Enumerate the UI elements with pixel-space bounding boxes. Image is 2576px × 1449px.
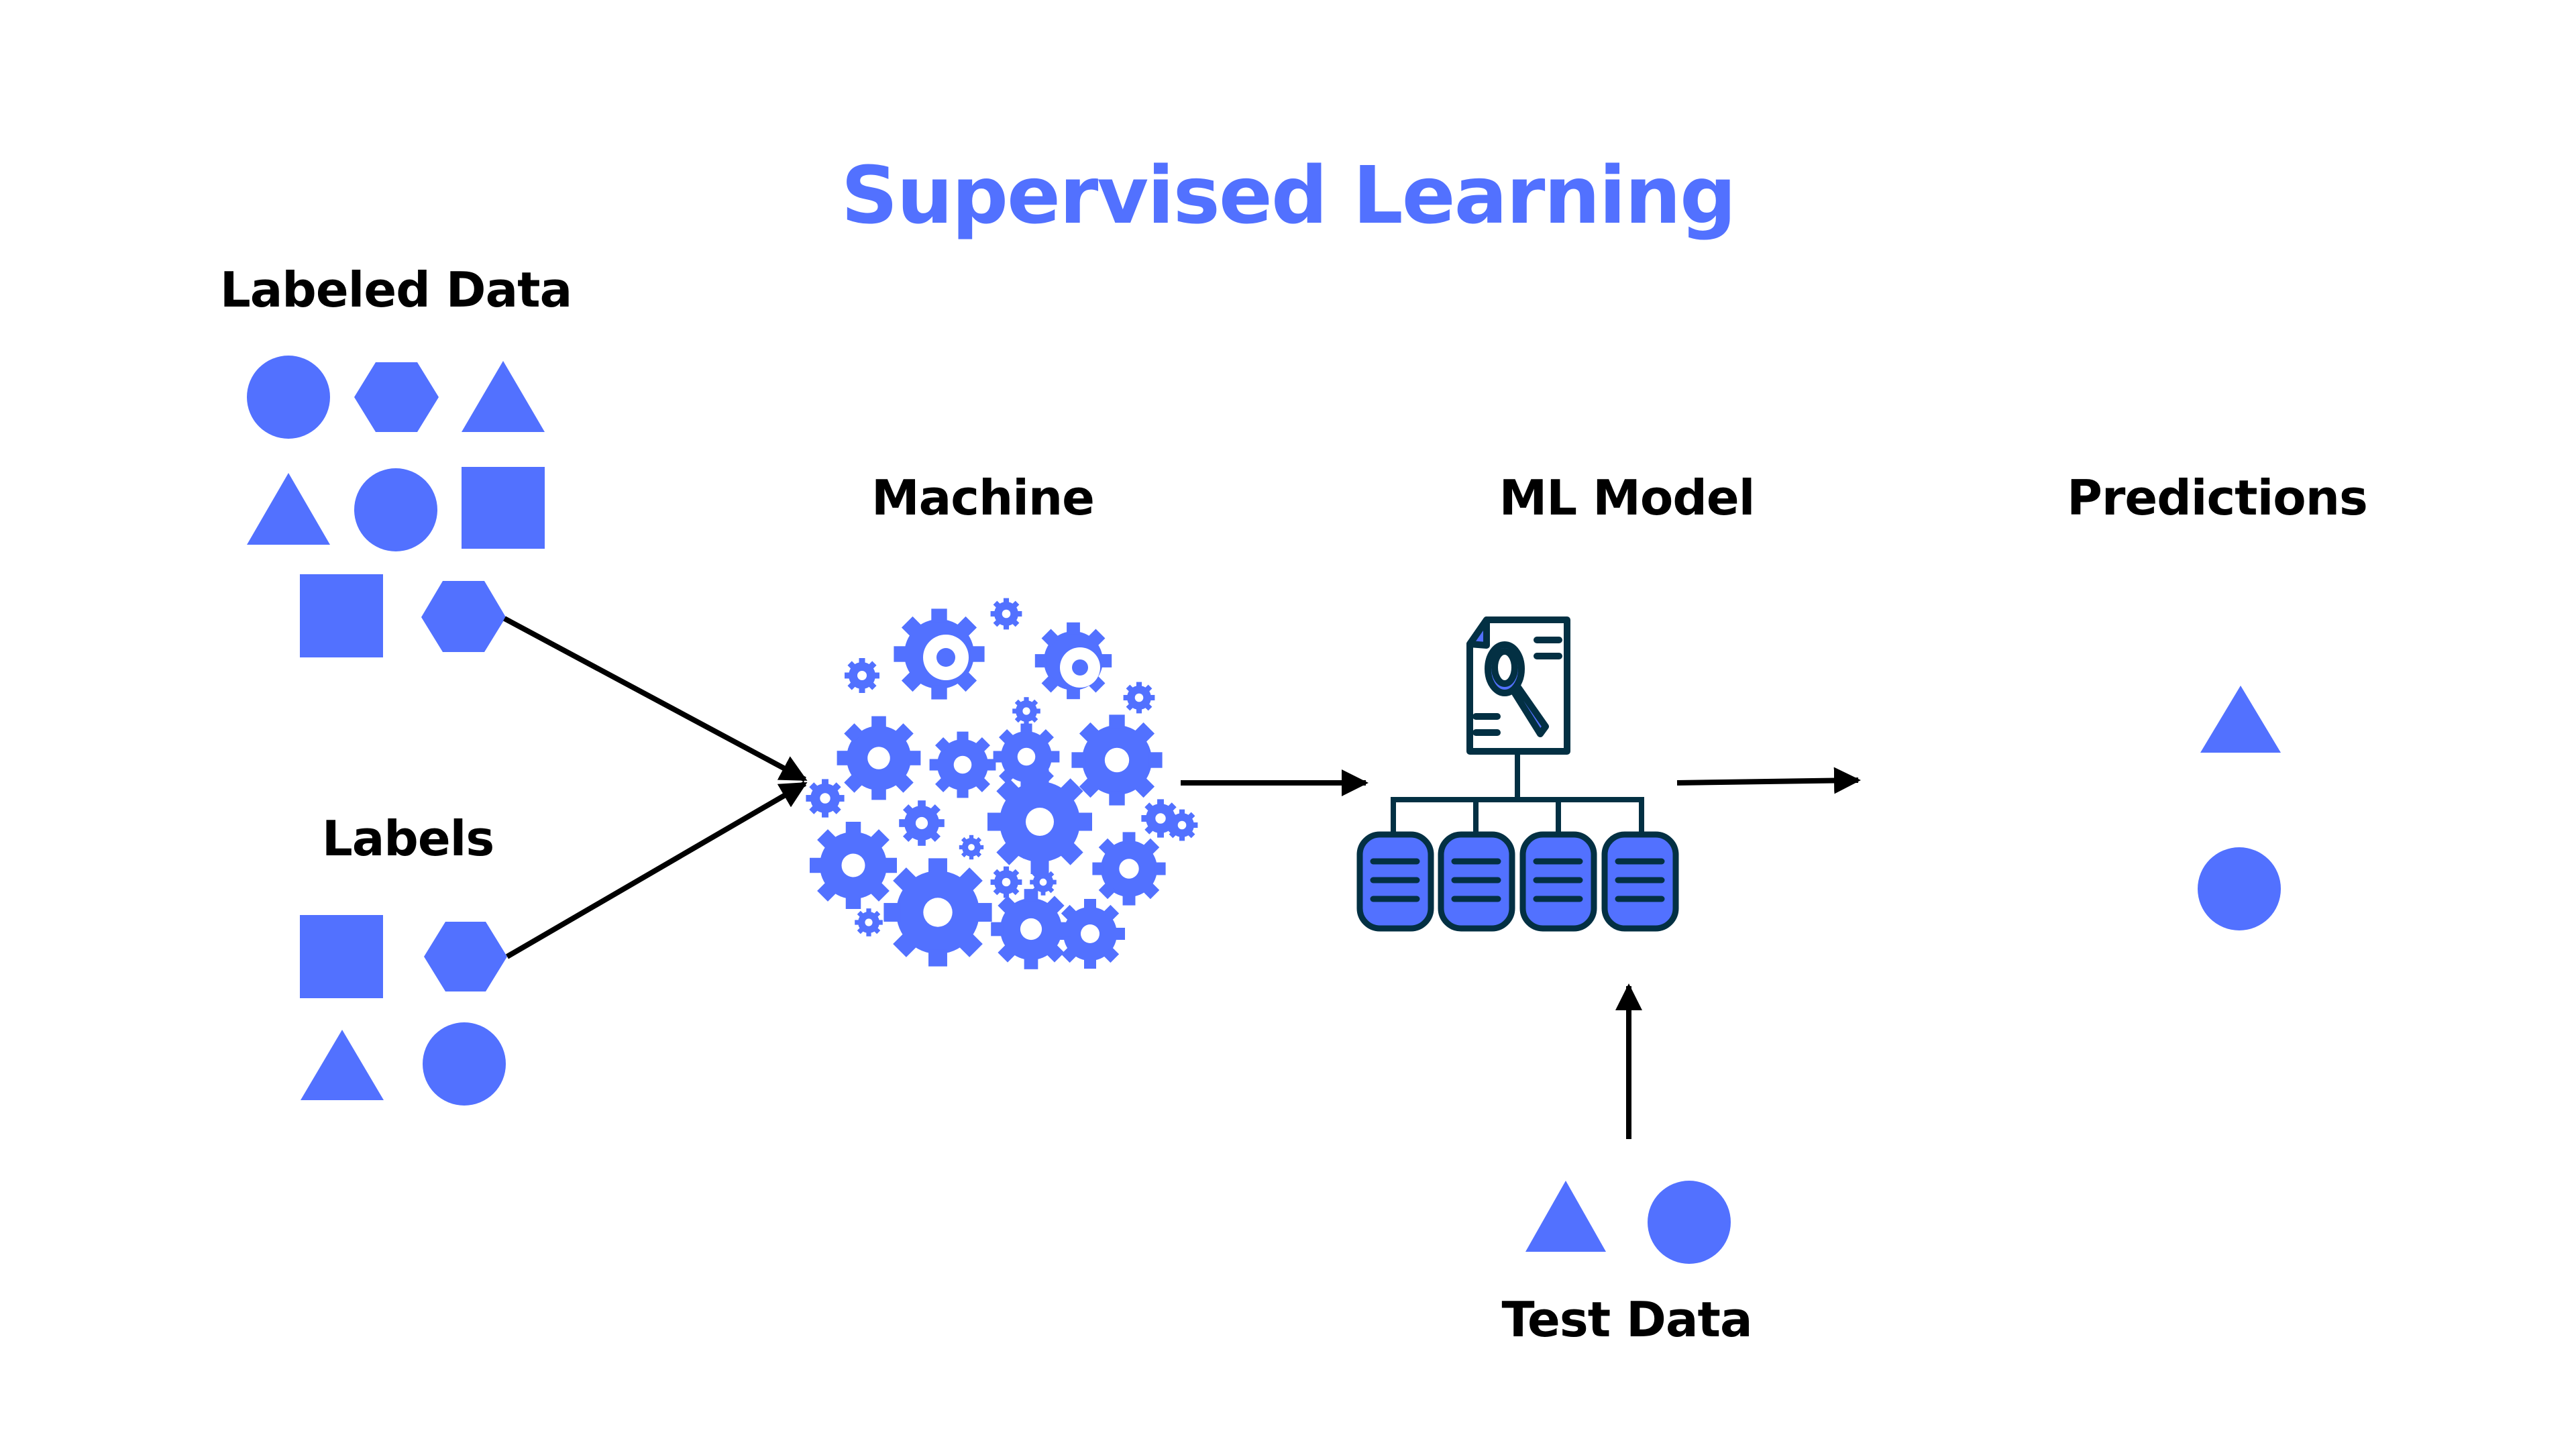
arrow-labeled-data-to-machine xyxy=(503,616,808,782)
hexagon-shape xyxy=(354,362,439,432)
test-data-label: Test Data xyxy=(1501,1291,1752,1348)
triangle-shape xyxy=(1525,1181,1606,1252)
model-tree-connectors xyxy=(1391,753,1644,833)
labeled-data-shapes xyxy=(247,356,545,657)
circle-shape xyxy=(2198,847,2281,930)
hexagon-shape xyxy=(421,581,506,652)
database-node xyxy=(1601,831,1679,932)
circle-shape xyxy=(1648,1181,1731,1264)
labeled-data-label: Labeled Data xyxy=(219,262,572,318)
gears-cluster-icon xyxy=(806,598,1198,969)
database-node xyxy=(1438,831,1515,932)
page-title: Supervised Learning xyxy=(841,149,1737,241)
square-shape xyxy=(300,915,383,998)
square-shape xyxy=(300,574,383,657)
circle-shape xyxy=(354,468,437,551)
document-magnifier-icon xyxy=(1466,616,1570,755)
database-node xyxy=(1519,831,1597,932)
database-node xyxy=(1356,831,1434,932)
triangle-shape xyxy=(301,1030,384,1100)
labels-label: Labels xyxy=(321,810,494,867)
labels-shapes xyxy=(300,915,507,1106)
triangle-shape xyxy=(247,473,330,545)
circle-shape xyxy=(247,356,330,439)
test-data-shapes xyxy=(1525,1181,1731,1264)
ml-model-label: ML Model xyxy=(1499,470,1756,526)
machine-label: Machine xyxy=(871,470,1095,526)
square-shape xyxy=(462,467,545,549)
hexagon-shape xyxy=(424,922,507,991)
arrow-labels-to-machine xyxy=(505,781,808,959)
triangle-shape xyxy=(462,361,545,432)
model-database-nodes xyxy=(1356,831,1679,932)
arrow-model-to-predictions xyxy=(1676,767,1861,794)
predictions-shapes xyxy=(2198,686,2281,930)
circle-shape xyxy=(423,1022,506,1106)
triangle-shape xyxy=(2200,686,2281,753)
predictions-label: Predictions xyxy=(2067,470,2368,526)
